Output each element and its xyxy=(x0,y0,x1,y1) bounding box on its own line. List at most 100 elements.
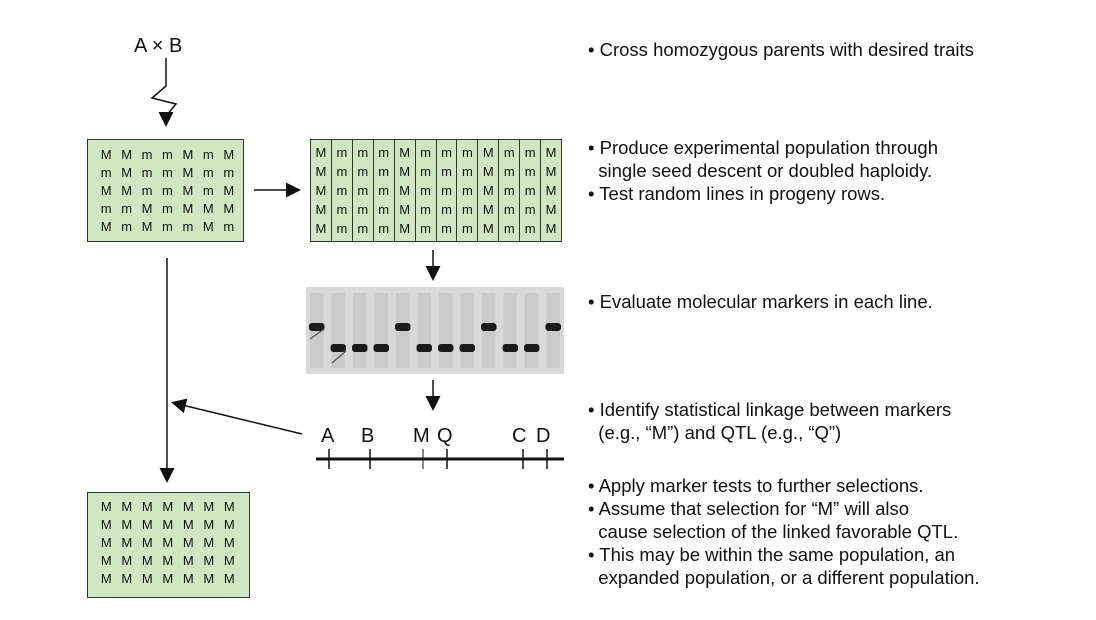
allele-cell: M xyxy=(482,221,494,236)
allele-cell: m xyxy=(378,183,390,198)
gel-band xyxy=(373,344,389,352)
allele-cell: M xyxy=(100,183,112,198)
allele-cell: m xyxy=(378,145,390,160)
allele-cell: M xyxy=(100,571,112,586)
allele-cell: m xyxy=(441,164,452,179)
note-selection: • Apply marker tests to further selectio… xyxy=(588,475,980,588)
allele-cell: M xyxy=(121,571,133,586)
allele-cell: M xyxy=(121,535,133,550)
allele-cell: M xyxy=(399,183,411,198)
allele-cell: M xyxy=(121,553,133,568)
allele-cell: m xyxy=(461,145,473,160)
allele-cell: m xyxy=(420,164,431,179)
allele-cell: M xyxy=(203,517,215,532)
allele-cell: M xyxy=(141,499,153,514)
allele-cell: M xyxy=(182,535,194,550)
allele-cell: m xyxy=(357,221,369,236)
allele-cell: M xyxy=(545,164,557,179)
allele-cell: m xyxy=(121,219,133,234)
allele-cell: m xyxy=(461,183,473,198)
allele-cell: M xyxy=(121,499,133,514)
allele-cell: M xyxy=(315,145,327,160)
allele-cell: m xyxy=(378,202,390,217)
allele-cell: M xyxy=(223,535,235,550)
marker-label-c: C xyxy=(512,425,527,447)
band-pointer xyxy=(309,328,325,340)
allele-cell: m xyxy=(524,202,536,217)
arrow-linkage-feedback xyxy=(171,398,303,435)
allele-cell: m xyxy=(336,164,348,179)
allele-cell: M xyxy=(162,499,174,514)
allele-cell: m xyxy=(503,164,515,179)
gel-band xyxy=(395,323,411,331)
allele-cell: m xyxy=(182,219,194,234)
allele-cell: M xyxy=(315,221,327,236)
allele-cell: M xyxy=(141,219,153,234)
allele-cell: M xyxy=(121,183,133,198)
allele-cell: m xyxy=(357,145,369,160)
allele-cell: M xyxy=(203,571,215,586)
allele-cell: M xyxy=(315,202,327,217)
gel-band xyxy=(459,344,475,352)
allele-cell: m xyxy=(336,202,348,217)
allele-cell: m xyxy=(202,147,214,162)
allele-cell: m xyxy=(162,183,173,198)
allele-cell: M xyxy=(399,202,411,217)
allele-cell: m xyxy=(420,202,431,217)
allele-cell: M xyxy=(223,499,235,514)
cross-zigzag-arrow xyxy=(150,58,178,127)
allele-cell: M xyxy=(482,183,494,198)
allele-cell: m xyxy=(441,145,452,160)
allele-cell: M xyxy=(203,553,215,568)
allele-cell: M xyxy=(223,571,235,586)
allele-cell: m xyxy=(420,183,431,198)
allele-cell: m xyxy=(503,183,515,198)
allele-cell: M xyxy=(545,202,557,217)
allele-cell: M xyxy=(121,517,133,532)
allele-cell: m xyxy=(141,165,153,180)
allele-cell: M xyxy=(182,183,194,198)
gel-bands xyxy=(309,293,561,368)
allele-cell: M xyxy=(182,553,194,568)
allele-cell: M xyxy=(141,571,153,586)
allele-cell: m xyxy=(162,201,173,216)
gel-band xyxy=(545,323,561,331)
gel-band xyxy=(502,344,518,352)
allele-cell: m xyxy=(162,165,173,180)
allele-cell: m xyxy=(461,221,473,236)
gel-band xyxy=(438,344,454,352)
allele-cell: M xyxy=(202,201,214,216)
allele-cell: M xyxy=(545,221,557,236)
allele-cell: m xyxy=(441,202,452,217)
allele-cell: m xyxy=(141,147,153,162)
allele-cell: M xyxy=(100,535,112,550)
gel-band xyxy=(330,344,346,352)
marker-label-d: D xyxy=(536,425,551,447)
allele-cell: m xyxy=(100,201,112,216)
allele-cell: M xyxy=(182,499,194,514)
allele-cell: m xyxy=(141,183,153,198)
allele-cell: M xyxy=(162,517,174,532)
marker-label-q: Q xyxy=(437,425,453,447)
allele-cell: M xyxy=(100,499,112,514)
allele-cell: m xyxy=(441,221,452,236)
allele-cell: M xyxy=(482,164,494,179)
allele-cell: M xyxy=(202,219,214,234)
allele-cell: m xyxy=(121,201,133,216)
allele-cell: m xyxy=(524,164,536,179)
